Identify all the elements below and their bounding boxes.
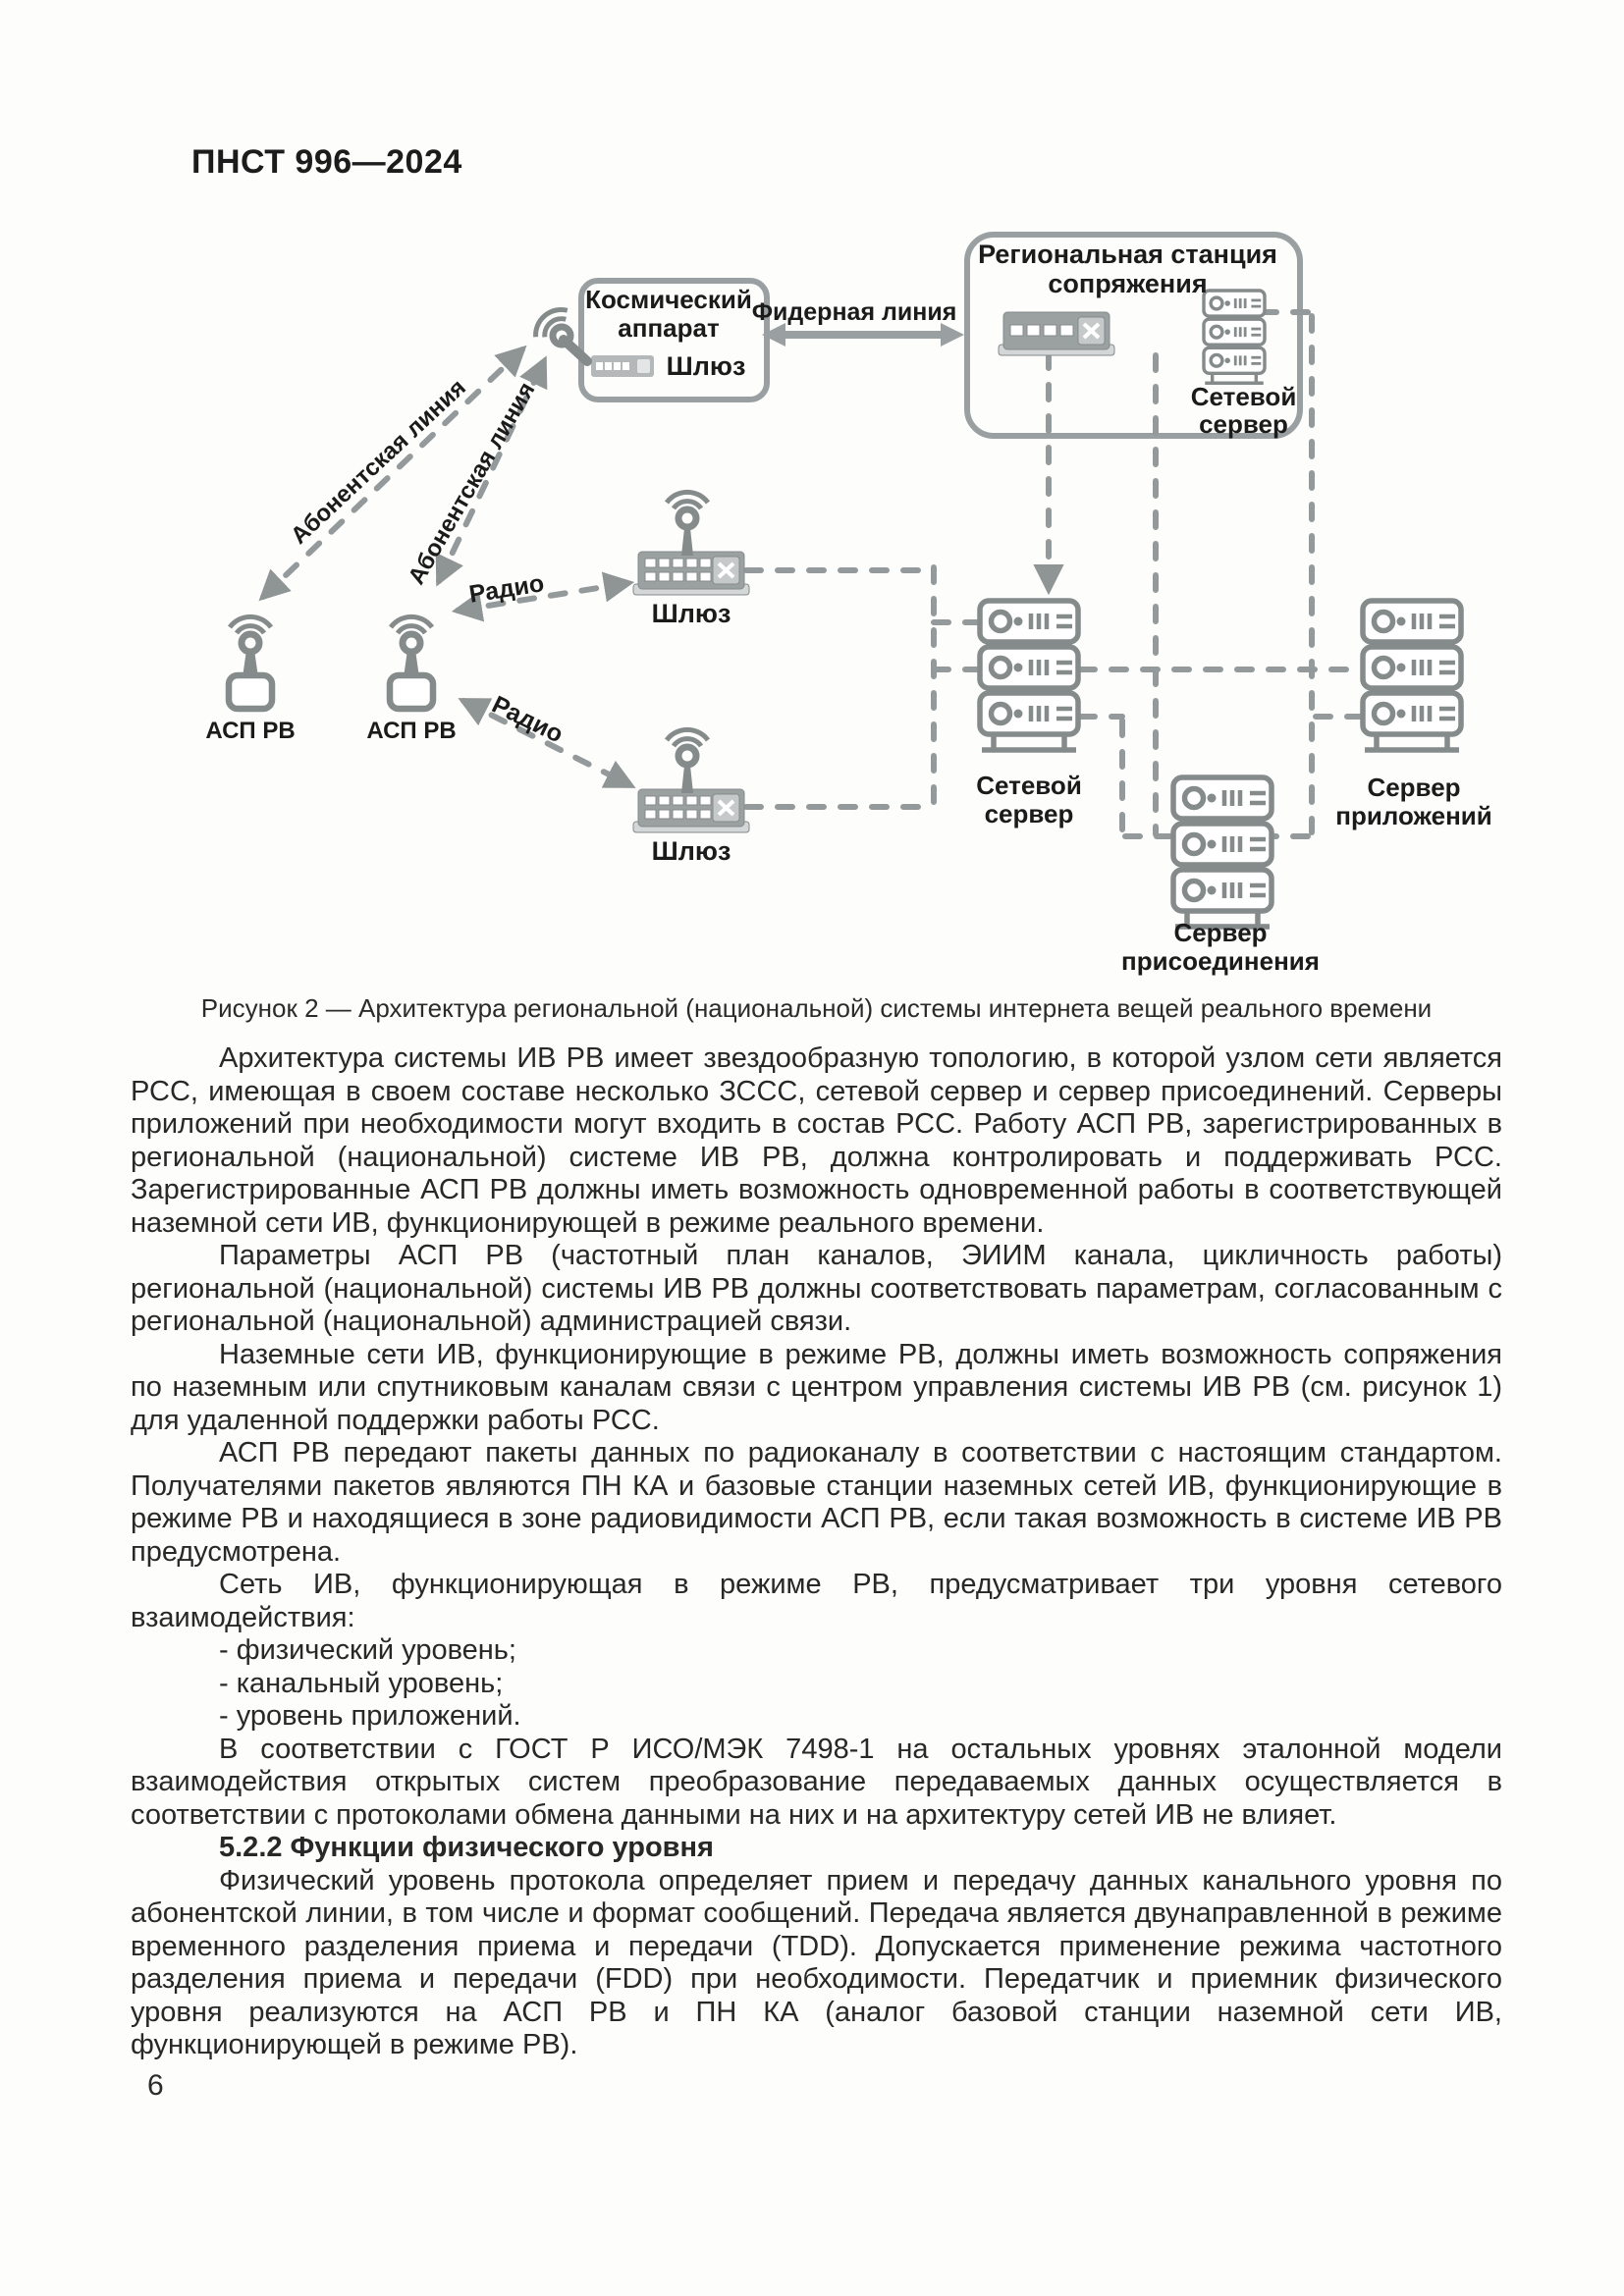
rss-title: Региональная станция сопряжения — [978, 240, 1277, 298]
join-server-icon — [1173, 777, 1272, 927]
asp-label-2: АСП РВ — [366, 718, 457, 744]
asp-device-1-icon — [229, 616, 272, 709]
radio-label-1: Радио — [466, 569, 547, 609]
figure-2-diagram: Космический аппарат Шлюз Региональная ст… — [0, 0, 1624, 991]
page-header: ПНСТ 996—2024 — [191, 143, 462, 181]
join-server-label: Сервер присоединения — [1121, 918, 1320, 976]
paragraph-4: АСП РВ передают пакеты данных по радиока… — [131, 1437, 1502, 1568]
asp-device-2-icon — [390, 616, 433, 709]
network-server-label: Сетевой сервер — [976, 771, 1082, 828]
paragraph-6: В соответствии с ГОСТ Р ИСО/МЭК 7498-1 н… — [131, 1733, 1502, 1831]
paragraph-5: Сеть ИВ, функционирующая в режиме РВ, пр… — [131, 1569, 1502, 1633]
list-item-2: - канальный уровень; — [219, 1667, 504, 1699]
app-server-icon — [1363, 601, 1461, 750]
gateway-2-icon — [631, 729, 751, 834]
app-server-label: Сервер приложений — [1335, 773, 1492, 830]
paragraph-7: Физический уровень протокола определяет … — [131, 1864, 1502, 2061]
list-item-1: - физический уровень; — [219, 1634, 516, 1666]
rss-server-label: Сетевой сервер — [1190, 382, 1297, 439]
feeder-line-label: Фидерная линия — [751, 298, 957, 326]
diagram-artwork — [0, 0, 1624, 991]
figure-caption: Рисунок 2 — Архитектура региональной (на… — [200, 993, 1433, 1023]
spacecraft-title: Космический аппарат — [585, 285, 752, 343]
gateway-1-label: Шлюз — [651, 599, 731, 628]
paragraph-2: Параметры АСП РВ (частотный план каналов… — [131, 1240, 1502, 1337]
body-text: Архитектура системы ИВ РВ имеет звездооб… — [131, 1042, 1502, 2062]
network-server-icon — [980, 601, 1078, 750]
section-heading-5-2-2: 5.2.2 Функции физического уровня — [219, 1832, 714, 1863]
spacecraft-gateway-label: Шлюз — [666, 351, 746, 381]
asp-label-1: АСП РВ — [205, 718, 296, 744]
page-number: 6 — [147, 2069, 164, 2102]
paragraph-1: Архитектура системы ИВ РВ имеет звездооб… — [131, 1042, 1502, 1239]
rss-box — [964, 232, 1303, 439]
list-item-3: - уровень приложений. — [219, 1700, 521, 1732]
gateway-1-icon — [631, 492, 751, 597]
paragraph-3: Наземные сети ИВ, функционирующие в режи… — [131, 1338, 1502, 1436]
gateway-2-label: Шлюз — [651, 836, 731, 866]
radio-label-2: Радио — [487, 690, 568, 749]
